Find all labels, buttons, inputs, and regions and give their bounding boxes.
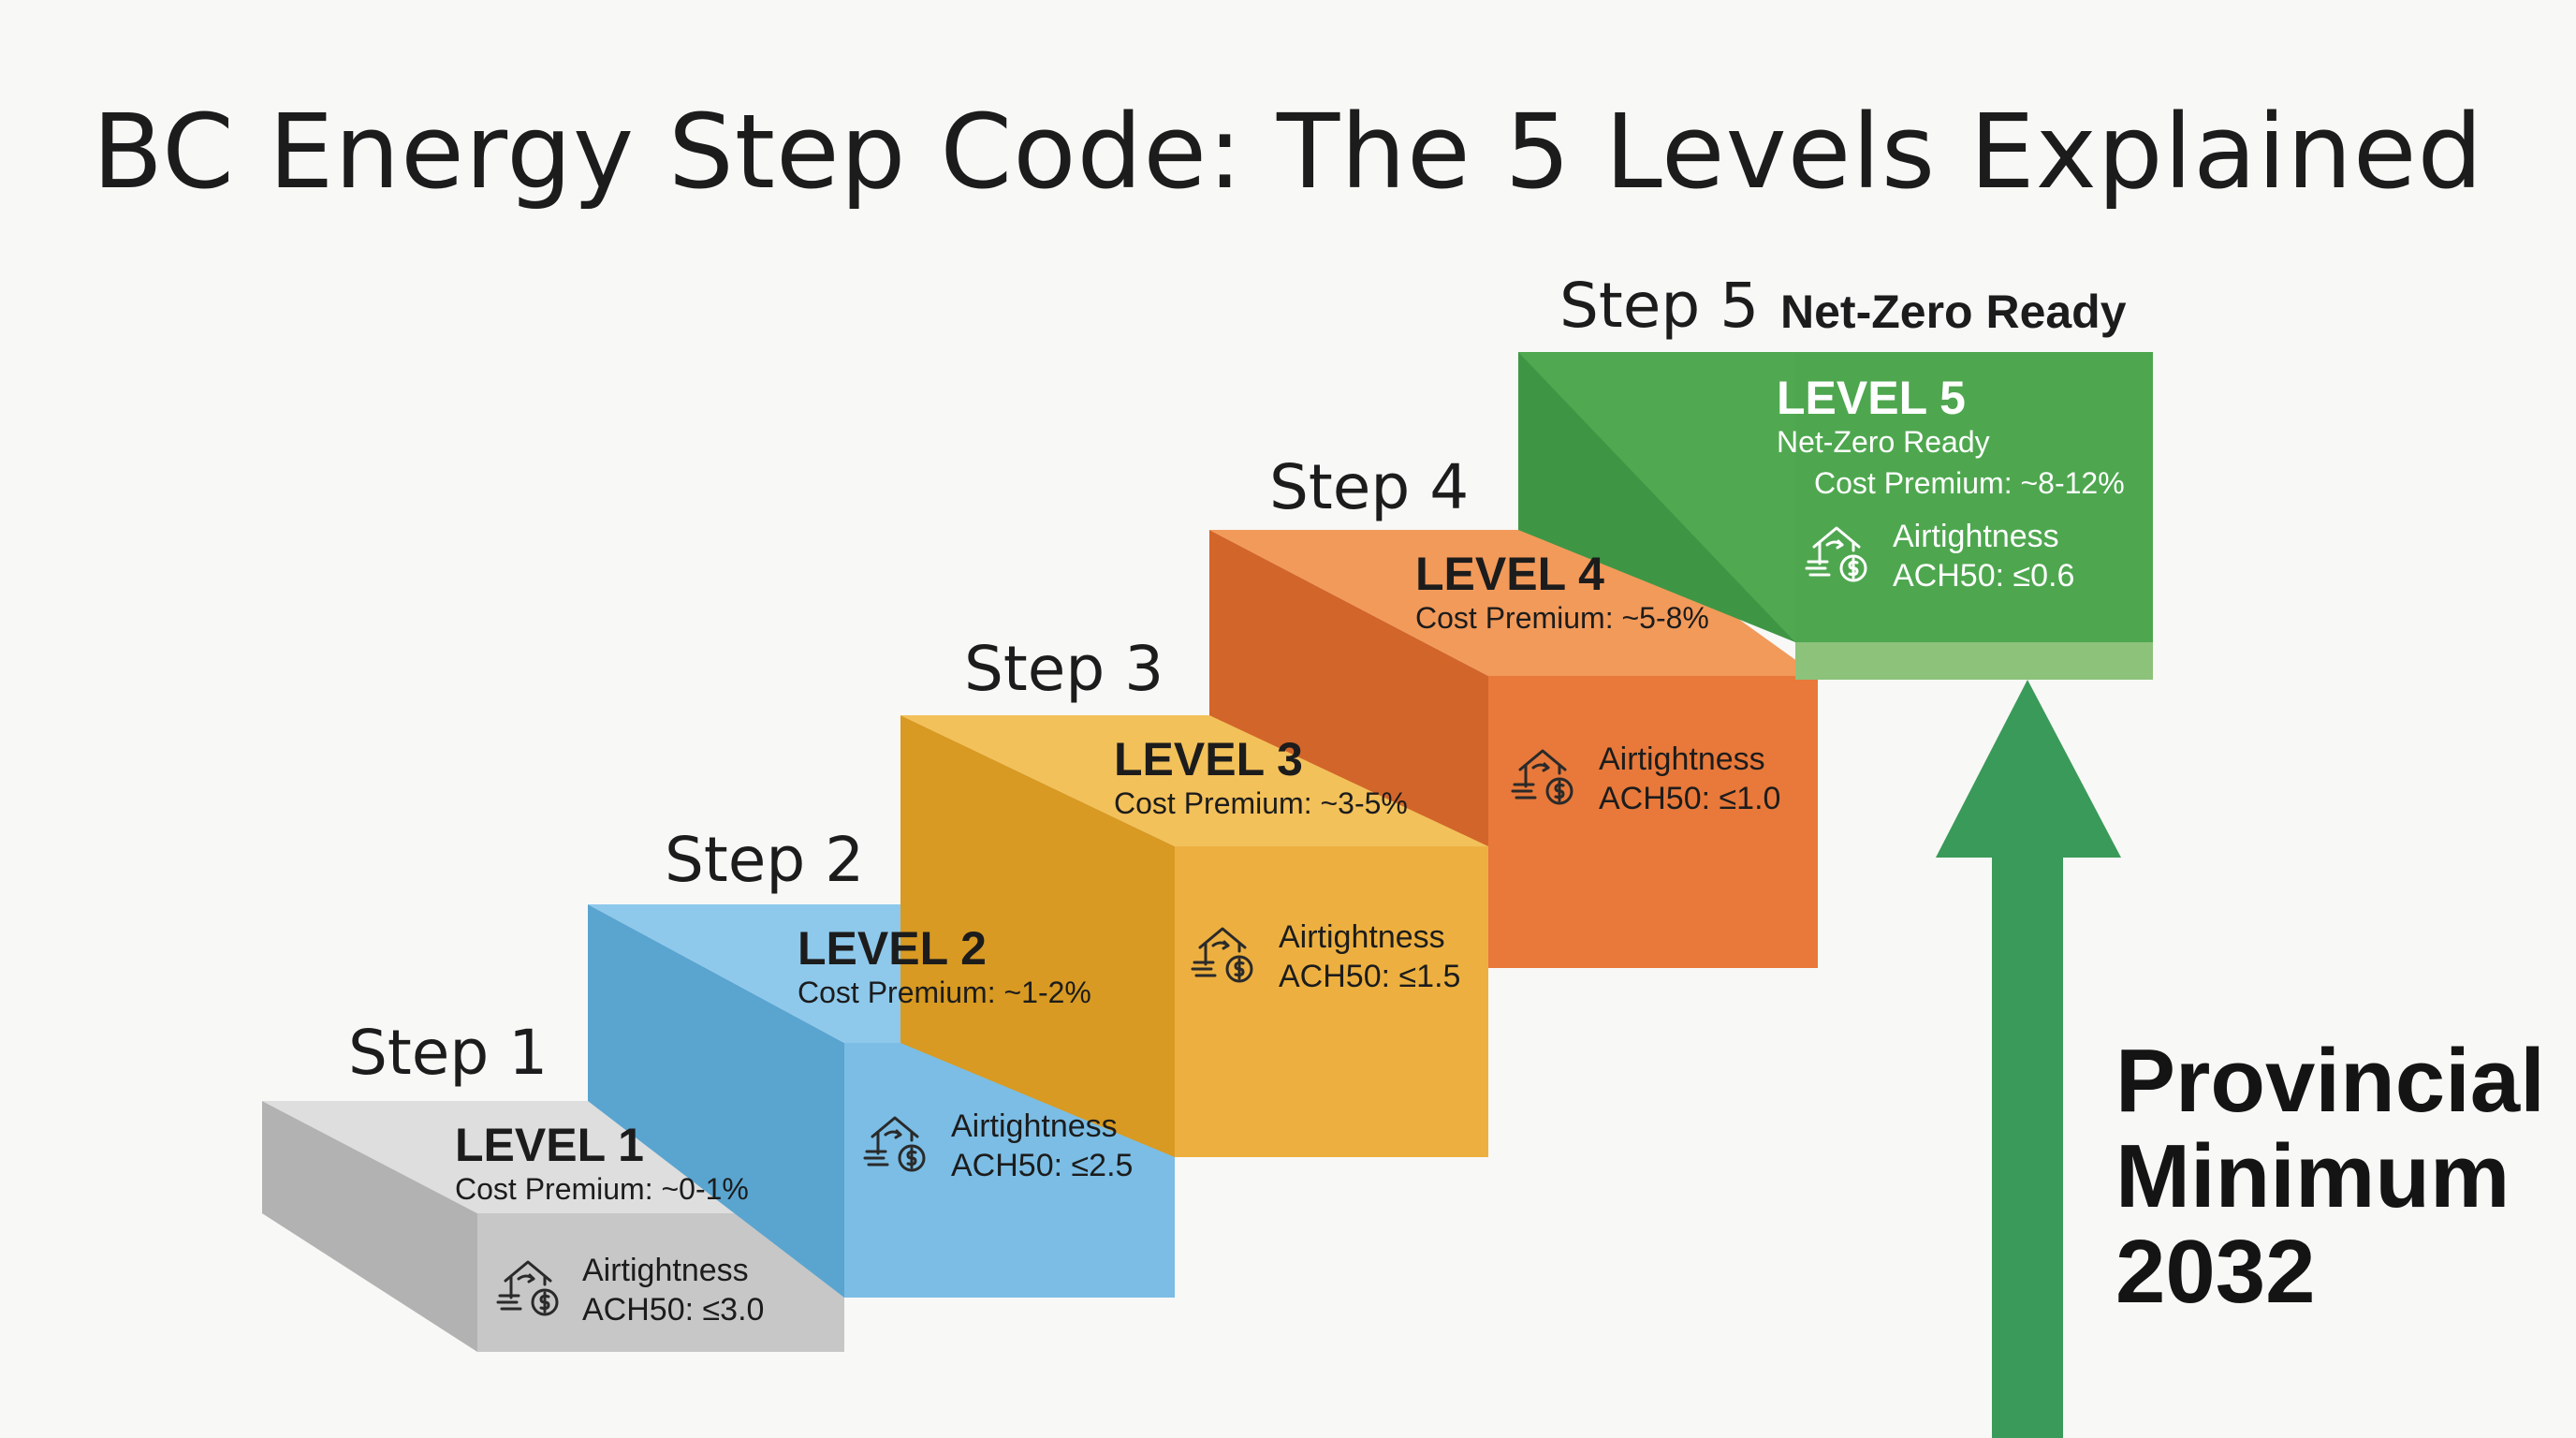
level-4-airtightness: Airtightness ACH50: ≤1.0 (1599, 740, 1780, 818)
step-2-label: Step 2 (665, 824, 865, 896)
step-5-suffix: Net-Zero Ready (1780, 286, 2127, 338)
level-1-cost-premium: Cost Premium: ~0-1% (455, 1172, 749, 1206)
level-2-title: LEVEL 2 (798, 922, 987, 975)
ach50-value: ACH50: ≤3.0 (582, 1292, 765, 1328)
level-1-title: LEVEL 1 (455, 1119, 644, 1171)
airtightness-label: Airtightness (1893, 519, 2059, 554)
airtightness-label: Airtightness (951, 1108, 1118, 1144)
airtightness-label: Airtightness (582, 1253, 749, 1288)
house-airtightness-icon (1805, 526, 1867, 582)
house-airtightness-icon (1511, 749, 1573, 805)
level-3-title: LEVEL 3 (1114, 733, 1303, 785)
step-5-base-strip (1795, 642, 2153, 680)
step-1-front-face (477, 1213, 844, 1352)
step-3-front-face (1175, 846, 1488, 1157)
level-2-cost-premium: Cost Premium: ~1-2% (798, 976, 1091, 1009)
level-3-airtightness: Airtightness ACH50: ≤1.5 (1279, 917, 1460, 996)
level-4-title: LEVEL 4 (1415, 548, 1604, 600)
step-1-side-face (262, 1101, 477, 1352)
level-1-airtightness: Airtightness ACH50: ≤3.0 (582, 1251, 764, 1329)
ach50-value: ACH50: ≤1.0 (1599, 781, 1781, 816)
ach50-value: ACH50: ≤1.5 (1279, 959, 1461, 994)
step-1-label: Step 1 (348, 1017, 549, 1089)
airtightness-label: Airtightness (1279, 919, 1445, 955)
level-3-cost-premium: Cost Premium: ~3-5% (1114, 786, 1408, 820)
step-5-label: Step 5 (1559, 270, 1760, 342)
level-2-airtightness: Airtightness ACH50: ≤2.5 (951, 1107, 1133, 1185)
house-airtightness-icon (863, 1116, 926, 1172)
provincial-minimum-label: Provincial Minimum 2032 (2115, 1034, 2545, 1320)
step-3-label: Step 3 (964, 633, 1164, 705)
ach50-value: ACH50: ≤0.6 (1893, 558, 2075, 594)
page-title: BC Energy Step Code: The 5 Levels Explai… (92, 92, 2484, 212)
level-5-subtitle: Net-Zero Ready (1777, 425, 1990, 459)
year-line: 2032 (2115, 1222, 2316, 1322)
step-5-top-highlight (1518, 352, 1795, 642)
up-arrow (1936, 680, 2121, 1438)
up-arrow-head (1936, 680, 2121, 858)
up-arrow-shaft (1992, 856, 2063, 1438)
level-4-cost-premium: Cost Premium: ~5-8% (1415, 601, 1709, 635)
step-2-side-face (588, 904, 844, 1298)
house-airtightness-icon (496, 1260, 559, 1316)
house-airtightness-icon (1191, 927, 1253, 983)
level-5-airtightness: Airtightness ACH50: ≤0.6 (1893, 517, 2074, 595)
minimum-line: Minimum (2115, 1126, 2510, 1226)
step-4-top-face (1209, 530, 1818, 676)
provincial-line: Provincial (2115, 1031, 2545, 1131)
step-3-side-face (900, 715, 1175, 1157)
step-4-front-face (1488, 676, 1818, 968)
ach50-value: ACH50: ≤2.5 (951, 1148, 1134, 1183)
step-5-block (1518, 352, 2153, 680)
step-4-side-face (1209, 530, 1488, 846)
step-4-block (1209, 530, 1818, 968)
step-4-label: Step 4 (1269, 451, 1470, 523)
level-5-title: LEVEL 5 (1777, 372, 1966, 424)
airtightness-label: Airtightness (1599, 741, 1765, 777)
level-5-cost-premium: Cost Premium: ~8-12% (1814, 466, 2125, 500)
